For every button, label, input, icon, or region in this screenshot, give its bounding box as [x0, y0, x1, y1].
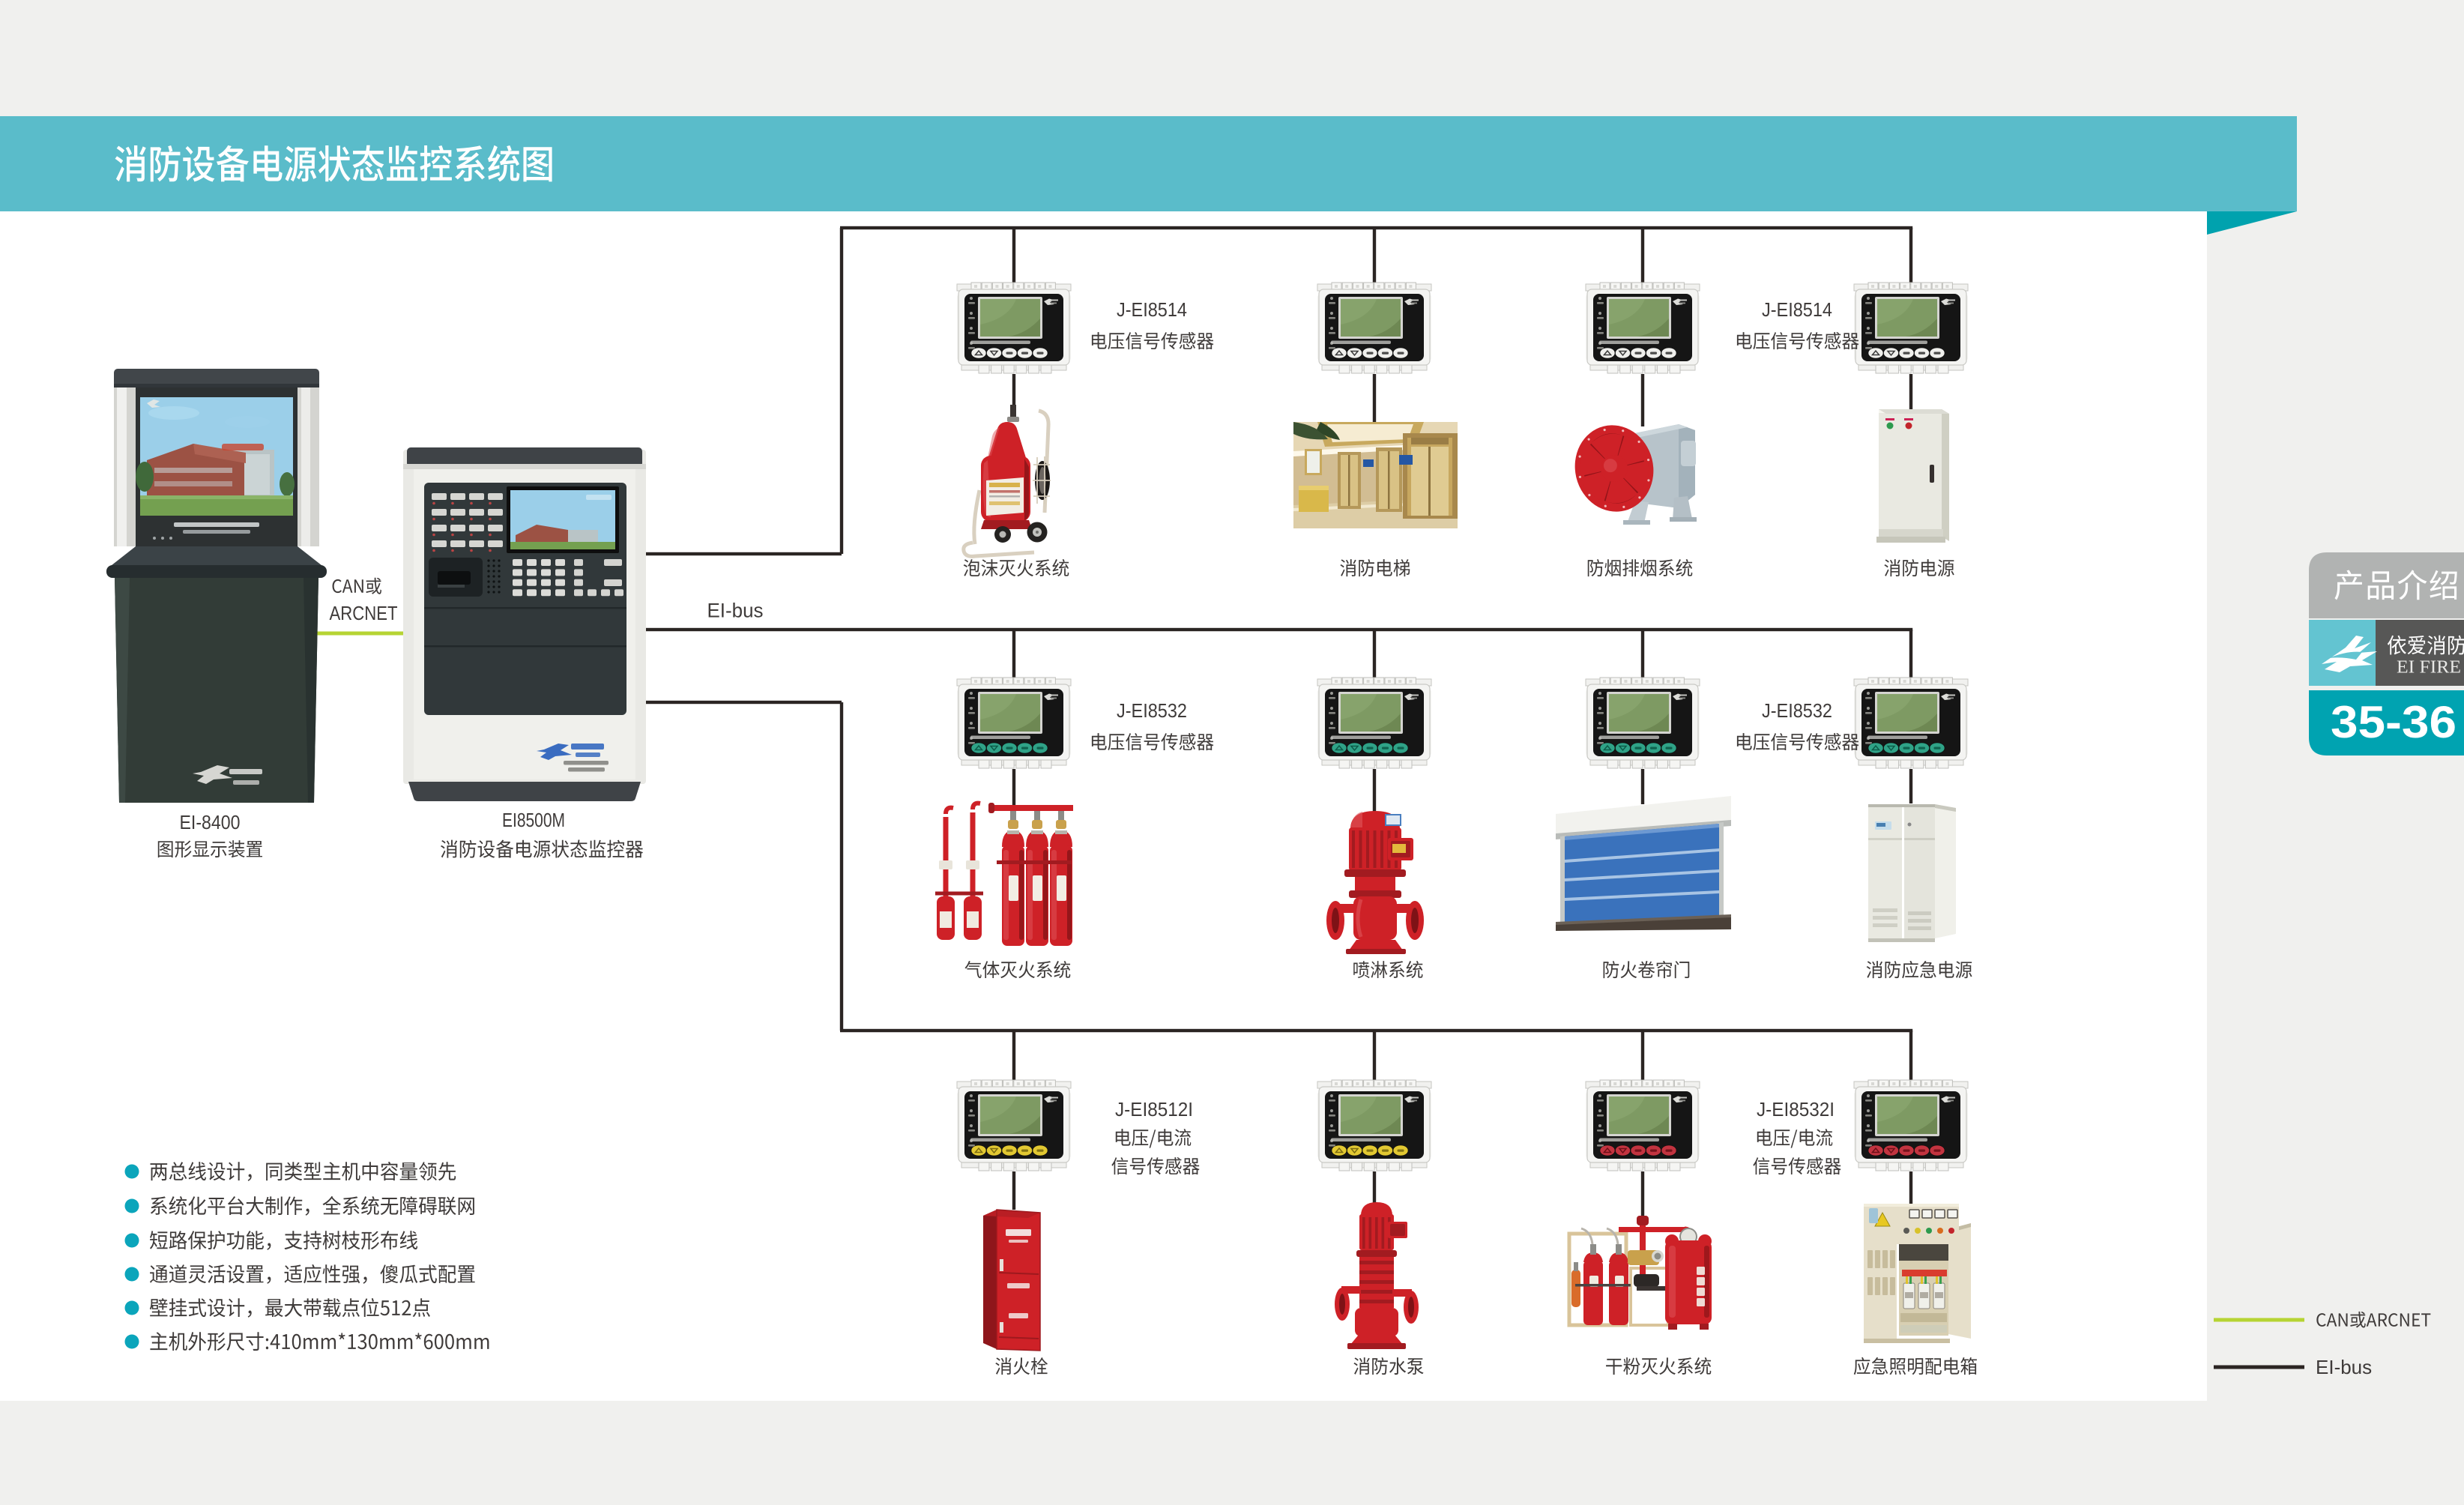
svg-text:J-EI8514: J-EI8514	[1762, 298, 1832, 321]
svg-text:EI-8400: EI-8400	[180, 811, 241, 833]
svg-text:35-36: 35-36	[2331, 697, 2457, 747]
svg-text:EI-bus: EI-bus	[707, 600, 764, 622]
svg-text:ARCNET: ARCNET	[330, 602, 398, 624]
svg-text:J-EI8512I: J-EI8512I	[1115, 1098, 1193, 1121]
svg-text:J-EI8532I: J-EI8532I	[1757, 1098, 1835, 1121]
svg-text:EI FIRE: EI FIRE	[2397, 657, 2461, 677]
svg-text:EI8500M: EI8500M	[502, 809, 565, 831]
svg-text:J-EI8514: J-EI8514	[1117, 298, 1187, 321]
svg-text:J-EI8532: J-EI8532	[1762, 699, 1832, 722]
svg-text:EI-bus: EI-bus	[2316, 1356, 2372, 1378]
svg-text:J-EI8532: J-EI8532	[1117, 699, 1187, 722]
